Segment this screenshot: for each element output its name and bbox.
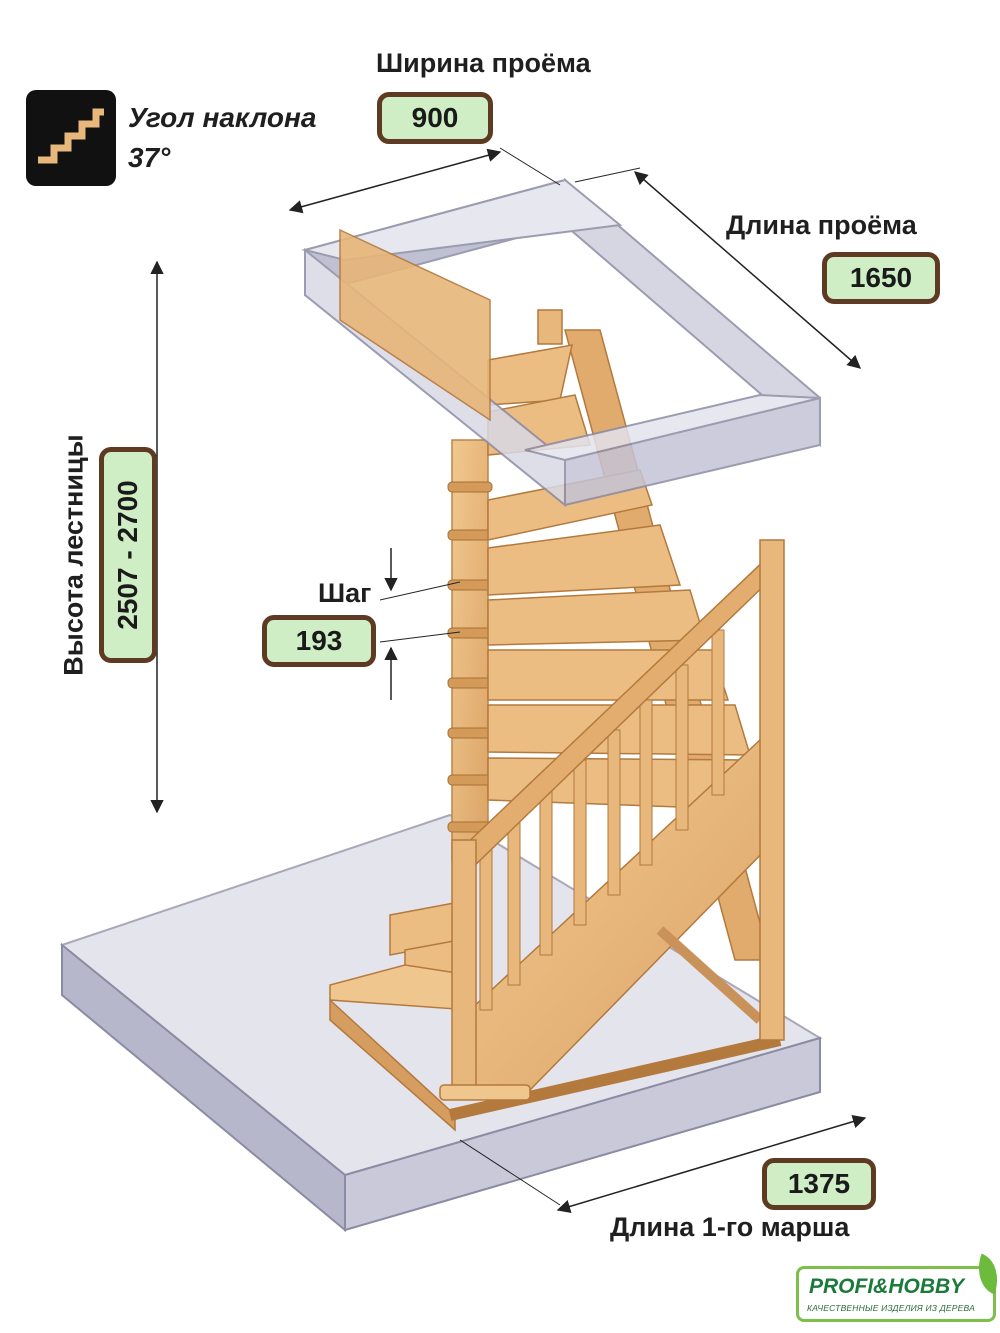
central-post [447,439,493,861]
stair-height-value: 2507 - 2700 [99,447,157,663]
first-flight-label: Длина 1-го марша [610,1212,850,1242]
angle-value: 37° [128,142,171,173]
upper-stringer-top [339,228,491,422]
angle-label: Угол наклона 37° [128,98,316,178]
dim-opening-length [574,167,862,369]
newel-posts [439,539,785,1101]
logo-tagline: КАЧЕСТВЕННЫЕ ИЗДЕЛИЯ ИЗ ДЕРЕВА [807,1303,975,1313]
opening-length-label: Длина проёма [726,210,917,240]
stair-height-label: Высота лестницы [58,434,89,676]
dim-step [379,548,461,700]
step-value: 193 [262,615,376,667]
dim-first-flight [459,1115,867,1213]
step-label: Шаг [318,578,372,608]
angle-title: Угол наклона [128,102,317,133]
stairs-icon [26,90,116,186]
opening-width-value: 900 [377,92,493,144]
opening-length-value: 1650 [822,252,940,304]
first-flight-value: 1375 [762,1158,876,1210]
dim-opening-width [288,147,561,214]
opening-width-label: Ширина проёма [376,48,591,78]
balusters [479,629,725,1011]
logo-brand: PROFI&HOBBY [809,1275,965,1298]
brand-logo: PROFI&HOBBY КАЧЕСТВЕННЫЕ ИЗДЕЛИЯ ИЗ ДЕРЕ… [796,1253,1000,1322]
